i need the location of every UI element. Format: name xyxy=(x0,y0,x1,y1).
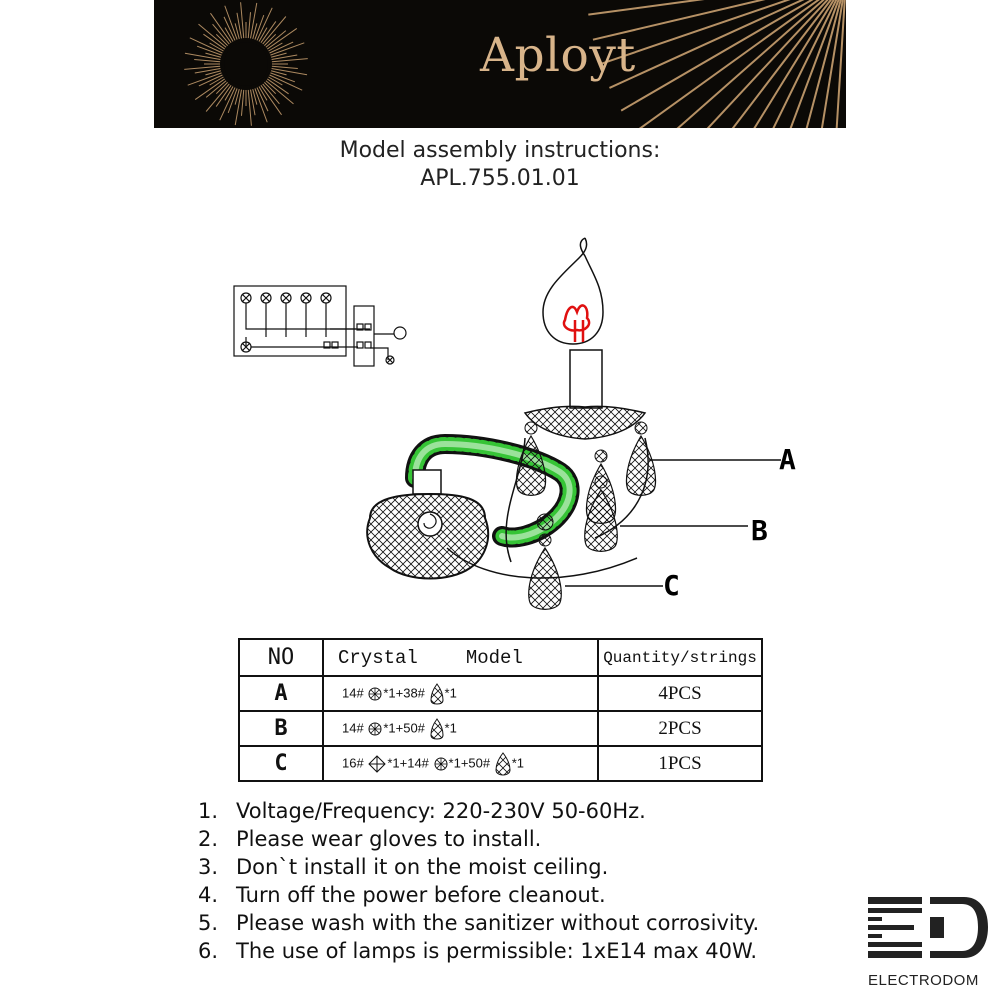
candle-sleeve xyxy=(569,349,603,409)
callout-c: C xyxy=(663,569,680,602)
teardrop-crystal-icon xyxy=(430,682,444,705)
row-quantity: 2PCS xyxy=(597,710,763,747)
bulb-filament xyxy=(562,304,591,342)
table-row: A 14# *1+38# *1 4PCS xyxy=(238,675,763,712)
row-no: C xyxy=(238,745,324,782)
teardrop-crystal-icon xyxy=(430,717,444,740)
header-crystal: Crystal xyxy=(338,646,418,669)
header-crystal-model: Crystal Model xyxy=(322,638,599,677)
table-row: C 16# *1+14# *1+50# *1 1PCS xyxy=(238,745,763,782)
wiring-diagram xyxy=(233,285,407,367)
model-number: APL.755.01.01 xyxy=(420,166,580,191)
table-header-row: NO Crystal Model Quantity/strings xyxy=(238,638,763,677)
row-model: 14# *1+50# *1 xyxy=(322,710,599,747)
octagon-bead-icon xyxy=(368,687,382,700)
row-model: 14# *1+38# *1 xyxy=(322,675,599,712)
bobeche xyxy=(523,405,647,440)
list-item: 4.Turn off the power before cleanout. xyxy=(198,883,606,907)
header-quantity: Quantity/strings xyxy=(597,638,763,677)
page-title: Model assembly instructions: xyxy=(339,138,661,163)
list-item: 3.Don`t install it on the moist ceiling. xyxy=(198,855,609,879)
table-row: B 14# *1+50# *1 2PCS xyxy=(238,710,763,747)
list-item: 2.Please wear gloves to install. xyxy=(198,827,542,851)
row-model: 16# *1+14# *1+50# *1 xyxy=(322,745,599,782)
brand-logo: Aployt xyxy=(480,28,636,83)
teardrop-crystal-icon xyxy=(495,751,511,776)
list-item: 1.Voltage/Frequency: 220-230V 50-60Hz. xyxy=(198,799,646,823)
octagon-bead-icon xyxy=(434,757,448,770)
sconce-drawing: A B C xyxy=(366,237,796,610)
electrodom-wordmark: ELECTRODOM xyxy=(868,972,979,989)
list-item: 6.The use of lamps is permissible: 1xE14… xyxy=(198,939,758,963)
crystal-spec-table: NO Crystal Model Quantity/strings A 14# *… xyxy=(238,638,763,782)
row-quantity: 4PCS xyxy=(597,675,763,712)
row-no: B xyxy=(238,710,324,747)
octagon-bead-icon xyxy=(368,722,382,735)
callout-a: A xyxy=(779,443,796,476)
callout-b: B xyxy=(751,514,768,547)
list-item: 5.Please wash with the sanitizer without… xyxy=(198,911,760,935)
instruction-list: 1.Voltage/Frequency: 220-230V 50-60Hz. 2… xyxy=(198,797,759,965)
diamond-bead-icon xyxy=(368,754,387,773)
brand-banner: Aployt xyxy=(154,0,846,128)
electrodom-logo xyxy=(868,897,988,958)
sunburst-graphic xyxy=(184,0,846,128)
row-quantity: 1PCS xyxy=(597,745,763,782)
header-model: Model xyxy=(465,646,523,669)
header-no: NO xyxy=(238,638,324,677)
candle-bulb xyxy=(542,237,604,345)
row-no: A xyxy=(238,675,324,712)
